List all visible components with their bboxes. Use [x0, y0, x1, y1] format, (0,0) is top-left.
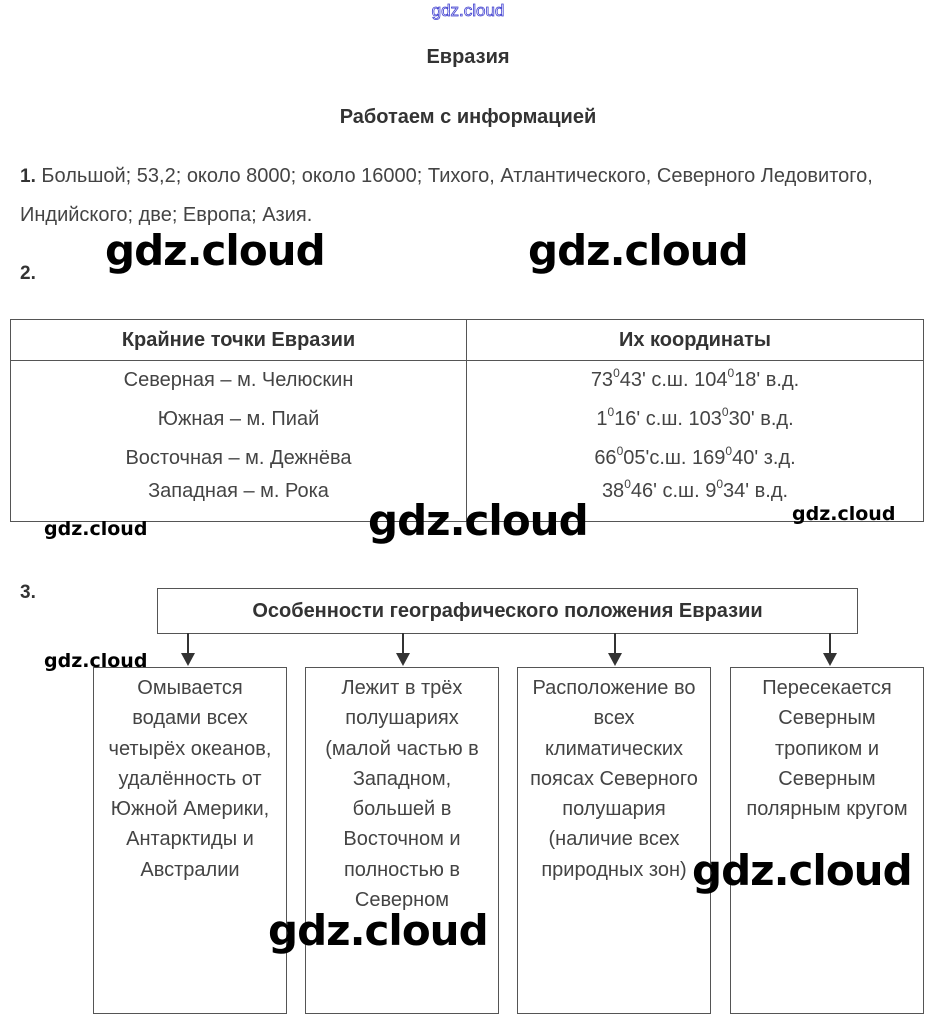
coords-cell: 66005'с.ш. 169040' з.д. — [466, 439, 924, 478]
coords-cell: 38046' с.ш. 9034' в.д. — [466, 477, 924, 522]
coord-text: 18' в.д. — [734, 369, 800, 391]
coord-text: 43' с.ш. 104 — [619, 369, 728, 391]
coord-text: 73 — [590, 369, 614, 391]
watermark: gdz.cloud — [44, 518, 148, 540]
degree-mark: 0 — [725, 444, 733, 458]
degree-mark: 0 — [721, 405, 729, 419]
watermark: gdz.cloud — [692, 846, 913, 895]
watermark: gdz.cloud — [528, 226, 749, 275]
coord-text: 66 — [594, 447, 617, 469]
watermark: gdz.cloud — [792, 503, 896, 525]
diagram-box-oceans: Омывается водами всех четырёх океанов, у… — [93, 667, 287, 1014]
degree-mark: 0 — [616, 444, 624, 458]
table-header-coords: Их координаты — [466, 319, 924, 361]
task1-text: Большой; 53,2; около 8000; около 16000; … — [20, 165, 873, 226]
section-subtitle: Работаем с информацией — [339, 106, 597, 128]
degree-mark: 0 — [727, 366, 735, 380]
degree-mark: 0 — [607, 405, 615, 419]
coord-text: 16' с.ш. 103 — [614, 408, 722, 430]
point-cell: Западная – м. Рока — [10, 478, 467, 522]
coord-text: 46' с.ш. 9 — [630, 480, 717, 502]
point-cell: Южная – м. Пиай — [10, 400, 467, 439]
task1-number: 1. — [20, 166, 36, 187]
diagram-heading-box: Особенности географического положения Ев… — [157, 588, 858, 634]
watermark: gdz.cloud — [268, 906, 489, 955]
coord-text: 34' в.д. — [723, 480, 789, 502]
coord-text: 05'с.ш. 169 — [623, 447, 726, 469]
coord-text: 30' в.д. — [728, 408, 794, 430]
point-cell: Восточная – м. Дежнёва — [10, 439, 467, 478]
task1-paragraph: 1. Большой; 53,2; около 8000; около 1600… — [20, 157, 920, 235]
degree-mark: 0 — [613, 366, 620, 380]
degree-mark: 0 — [624, 477, 631, 491]
coord-text: 38 — [601, 480, 625, 502]
coord-text: 40' з.д. — [732, 447, 796, 469]
watermark: gdz.cloud — [105, 226, 326, 275]
point-cell: Северная – м. Челюскин — [10, 360, 467, 400]
watermark: gdz.cloud — [368, 496, 589, 545]
diagram-box-tropic: Пересекается Северным тропиком и Северны… — [730, 667, 924, 1014]
task2-number: 2. — [20, 263, 36, 284]
coords-cell: 73043' с.ш. 104018' в.д. — [466, 360, 924, 400]
coords-cell: 1016' с.ш. 103030' в.д. — [466, 400, 924, 439]
watermark: gdz.cloud — [44, 650, 148, 672]
top-watermark: gdz.cloud — [431, 1, 505, 21]
task3-number: 3. — [20, 582, 36, 603]
extreme-points-table: Крайние точки Евразии Их координаты Севе… — [10, 319, 924, 522]
degree-mark: 0 — [716, 477, 724, 491]
table-header-points: Крайние точки Евразии — [10, 319, 467, 361]
diagram-box-climate: Расположение во всех климатических пояса… — [517, 667, 711, 1014]
diagram-box-hemispheres: Лежит в трёх полушариях (малой частью в … — [305, 667, 499, 1014]
coord-text: 1 — [596, 408, 608, 430]
page-title: Евразия — [426, 46, 510, 68]
